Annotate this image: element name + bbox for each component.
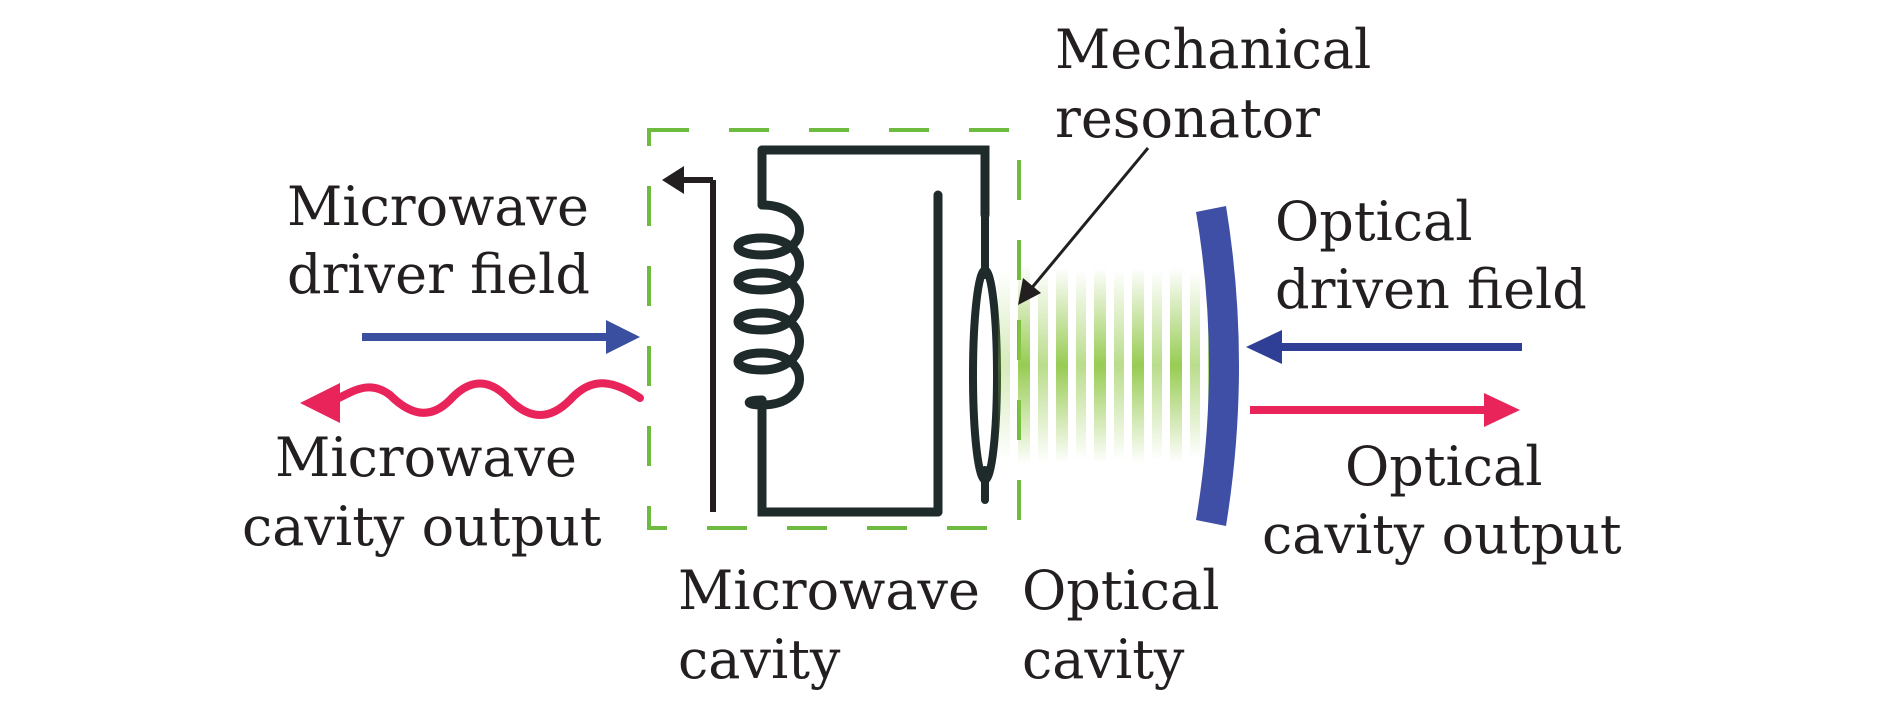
opt-driven-label-line1: Optical bbox=[1275, 190, 1473, 253]
optical-output-arrow bbox=[1250, 393, 1520, 427]
mechanical-resonator-label: Mechanical resonator bbox=[1055, 18, 1388, 150]
opt-output-label-line1: Optical bbox=[1345, 435, 1543, 498]
mw-output-label-line2: cavity output bbox=[242, 495, 602, 558]
mechanical-resonator-pointer bbox=[1018, 147, 1150, 305]
mw-cavity-label-line1: Microwave bbox=[678, 559, 980, 622]
optical-driven-field-label: Optical driven field bbox=[1275, 190, 1587, 321]
mechanical-label-line2: resonator bbox=[1055, 87, 1320, 150]
curved-mirror-icon bbox=[1196, 206, 1239, 526]
microwave-output-wave-arrow bbox=[300, 379, 644, 423]
mw-driver-label-line2: driver field bbox=[287, 243, 590, 306]
opt-output-label-line2: cavity output bbox=[1262, 503, 1622, 566]
microwave-cavity-output-label: Microwave cavity output bbox=[242, 426, 602, 558]
dashed-bounding-box bbox=[647, 128, 1021, 530]
mw-output-label-line1: Microwave bbox=[275, 426, 577, 489]
mechanical-resonator bbox=[969, 201, 1001, 504]
microwave-cavity-circuit bbox=[733, 145, 990, 517]
microwave-cavity-label: Microwave cavity bbox=[678, 559, 997, 691]
input-coupling-arrow bbox=[662, 166, 716, 512]
optical-cavity-label: Optical cavity bbox=[1022, 559, 1237, 691]
mw-driver-label-line1: Microwave bbox=[287, 175, 589, 238]
opt-cavity-label-line1: Optical bbox=[1022, 559, 1220, 622]
mechanical-label-line1: Mechanical bbox=[1055, 18, 1371, 81]
microwave-driver-field-label: Microwave driver field bbox=[287, 175, 606, 306]
inductor-coil-icon bbox=[733, 200, 804, 410]
opt-cavity-label-line2: cavity bbox=[1022, 628, 1185, 691]
optical-drive-arrow bbox=[1246, 330, 1522, 364]
optical-cavity-output-label: Optical cavity output bbox=[1262, 435, 1622, 566]
microwave-drive-arrow bbox=[362, 320, 640, 354]
opt-driven-label-line2: driven field bbox=[1275, 258, 1587, 321]
mw-cavity-label-line2: cavity bbox=[678, 628, 841, 691]
